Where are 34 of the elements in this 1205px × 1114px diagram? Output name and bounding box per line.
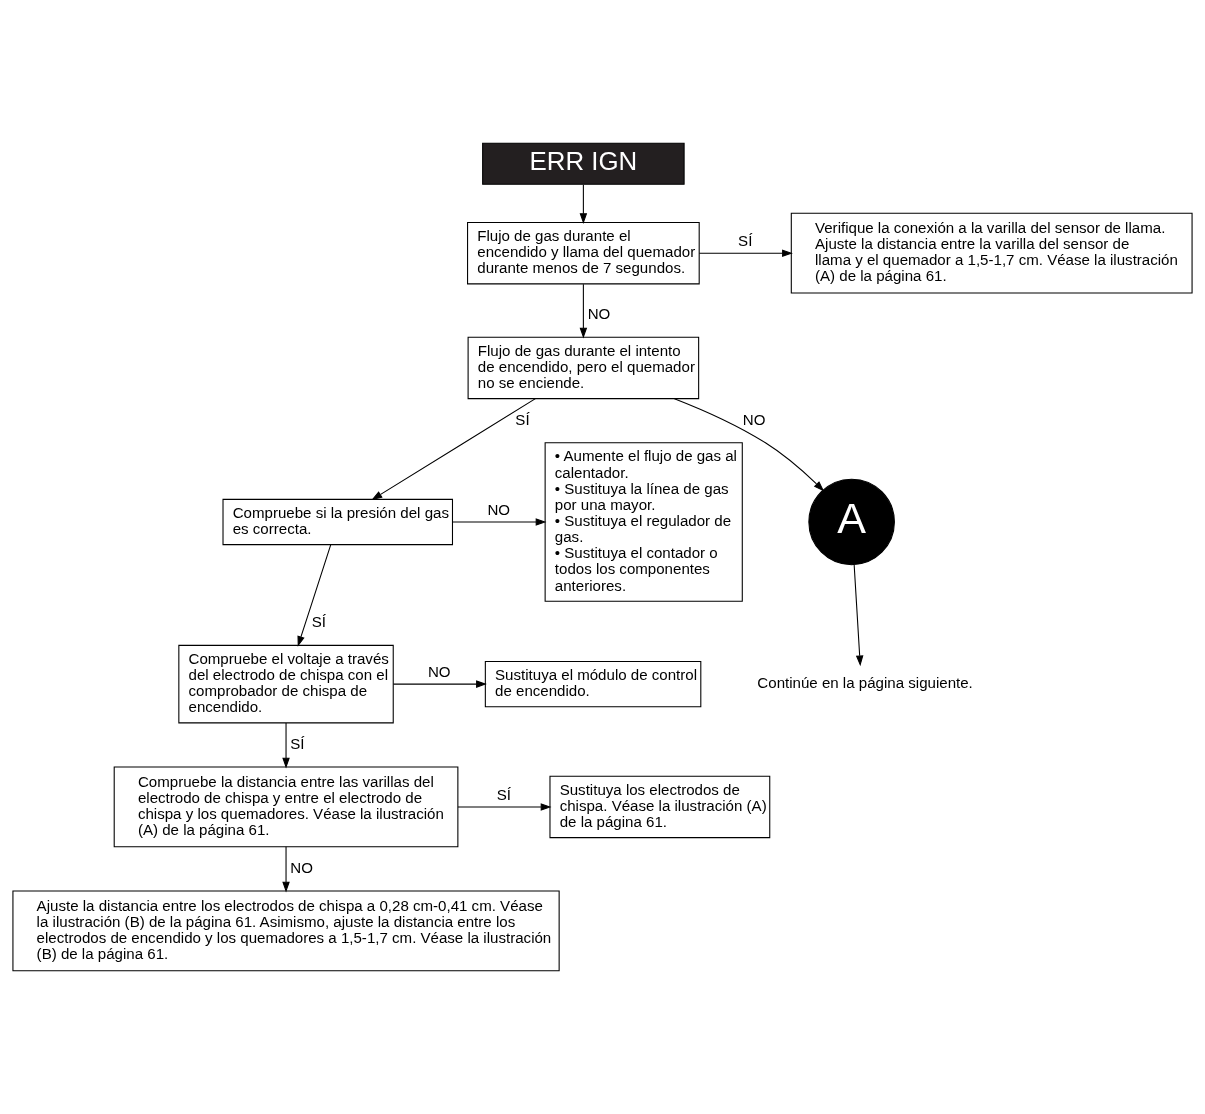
node-text: Continúe en la página siguiente. <box>757 674 973 692</box>
node-box: Flujo de gas durante el intento de encendido, pero el quemador no se enciende. <box>467 336 700 400</box>
arrow <box>579 283 588 339</box>
node-box: • Aumente el flujo de gas al calentador. • Sustituya la línea de gas por una mayor. • Sustituya el regulador de gas. • Sustituya el contador o todos los componentes anteriores. <box>544 442 743 602</box>
arrow <box>297 544 332 647</box>
edge-label: NO <box>587 305 611 323</box>
edge-label: SÍ <box>290 734 305 752</box>
edge-label: SÍ <box>496 785 512 803</box>
node-box: Verifique la conexión a la varilla del sensor de llama. Ajuste la distancia entre la varilla del sensor de llama y el quemador a 1,5-1,7 cm. Véase la ilustración (A) de la página 61. <box>790 212 1193 294</box>
edge-label: SÍ <box>738 231 753 249</box>
edge-label: NO <box>427 662 451 680</box>
arrow <box>282 846 290 893</box>
edge-label: SÍ <box>515 410 530 428</box>
node-box: Ajuste la distancia entre los electrodos de chispa a 0,28 cm-0,41 cm. Véase la ilustración (B) de la página 61. Asimismo, ajuste la distancia entre los electrodos de encendido y los quemadores a 1,5-1,7 cm. Véase la ilustración (B) de la página 61. <box>12 890 560 972</box>
edge-label: NO <box>742 410 766 428</box>
arrow <box>579 184 588 225</box>
edge-label: SÍ <box>311 613 327 631</box>
edge-label: NO <box>487 500 511 518</box>
arrow <box>371 398 536 501</box>
arrow <box>452 518 547 526</box>
node-box: Compruebe la distancia entre las varillas del electrodo de chispa y entre el electrodo de chispa y los quemadores. Véase la ilustración (A) de la página 61. <box>113 766 459 848</box>
arrow <box>457 803 552 811</box>
arrow <box>853 564 864 667</box>
node-box: Sustituya los electrodos de chispa. Véase la ilustración (A) de la página 61. <box>549 775 771 839</box>
arrow <box>282 722 290 769</box>
arrow <box>392 680 487 688</box>
node-box: Compruebe si la presión del gas es correcta. <box>222 498 454 546</box>
arrow <box>698 249 793 257</box>
node-box: Compruebe el voltaje a través del electrodo de chispa con el comprobador de chispa de encendido. <box>178 644 394 724</box>
node-box: Sustituya el módulo de control de encendido. <box>484 660 702 708</box>
arrow <box>673 398 825 492</box>
node-box: ERR IGN <box>482 142 685 185</box>
node-box: Flujo de gas durante el encendido y llama del quemador durante menos de 7 segundos. <box>467 221 700 285</box>
edge-label: NO <box>290 858 313 876</box>
